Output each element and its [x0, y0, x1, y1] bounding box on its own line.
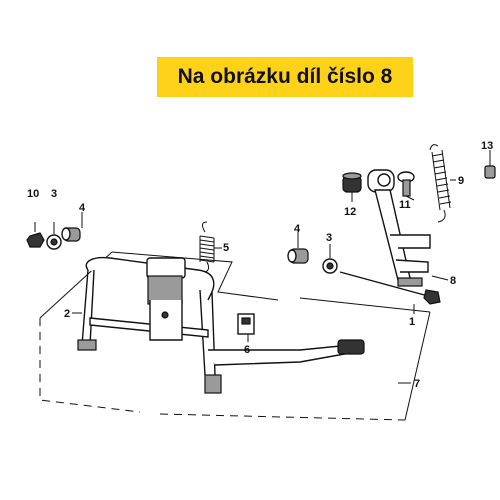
label-4b: 4 [294, 223, 301, 235]
foot-pedal [337, 339, 365, 355]
label-5: 5 [223, 242, 229, 254]
side-stand-part-8 [367, 169, 449, 287]
nut-part-10 [26, 222, 45, 248]
washer-part-3-left [46, 222, 62, 250]
label-10: 10 [27, 188, 39, 200]
label-11: 11 [399, 199, 411, 211]
bolt-part-11 [397, 171, 415, 201]
assembly-outline [39, 251, 431, 421]
label-4a: 4 [79, 202, 86, 214]
label-3b: 3 [326, 232, 332, 244]
label-2: 2 [64, 308, 70, 320]
label-12: 12 [344, 206, 356, 218]
bolt-part-1 [339, 271, 441, 314]
center-stand-part-2 [77, 256, 351, 394]
spring-part-9 [429, 144, 456, 223]
banner-text: Na obrázku díl číslo 8 [177, 65, 393, 88]
label-6: 6 [244, 344, 250, 356]
bracket-part-6 [237, 313, 255, 342]
label-9: 9 [458, 175, 464, 187]
label-7: 7 [414, 378, 420, 390]
clip-part-13 [484, 150, 496, 179]
rubber-cap-part-12 [342, 172, 362, 202]
label-1: 1 [409, 316, 415, 328]
bushing-part-4-left [61, 212, 83, 242]
part-number-banner: Na obrázku díl číslo 8 [157, 57, 413, 97]
label-3a: 3 [51, 188, 57, 200]
label-8: 8 [450, 275, 456, 287]
callout-labels: 1 2 3 3 4 4 5 6 7 8 9 10 11 12 13 [27, 140, 493, 390]
spring-part-5 [199, 221, 222, 273]
label-13: 13 [481, 140, 493, 152]
washer-part-3-right [322, 244, 338, 274]
bushing-part-4-right [287, 232, 309, 264]
